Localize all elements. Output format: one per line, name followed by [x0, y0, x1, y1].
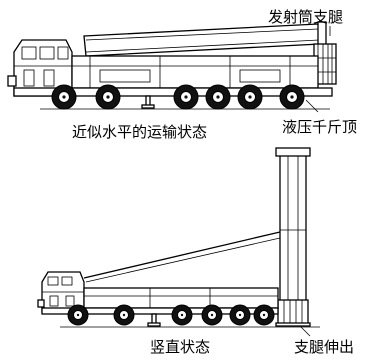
launch-tube-vertical	[275, 147, 311, 309]
vehicle-cab-top	[7, 39, 73, 97]
vehicle-chassis-bottom	[41, 287, 279, 315]
label-legs-extended: 支腿伸出	[294, 338, 354, 356]
label-launch-tube-support: 发射筒支腿	[268, 8, 343, 26]
leader-legs-extended	[299, 325, 311, 337]
vehicle-cab-bottom	[37, 271, 85, 313]
erector-strut	[83, 231, 281, 279]
transport-state-vehicle	[7, 21, 337, 113]
label-hydraulic-jack: 液压千斤顶	[282, 118, 357, 136]
hydraulic-jack	[141, 95, 155, 109]
leader-hydraulic-jack	[305, 99, 319, 113]
vertical-state-vehicle	[37, 147, 320, 337]
wheels-top	[51, 84, 305, 110]
label-vertical-state: 竖直状态	[150, 338, 210, 356]
launch-tube-horizontal	[83, 21, 327, 57]
wheels-bottom	[67, 304, 275, 326]
vehicle-chassis-top	[13, 55, 333, 97]
label-transport-state: 近似水平的运输状态	[72, 123, 207, 141]
extended-support-legs	[275, 299, 311, 327]
